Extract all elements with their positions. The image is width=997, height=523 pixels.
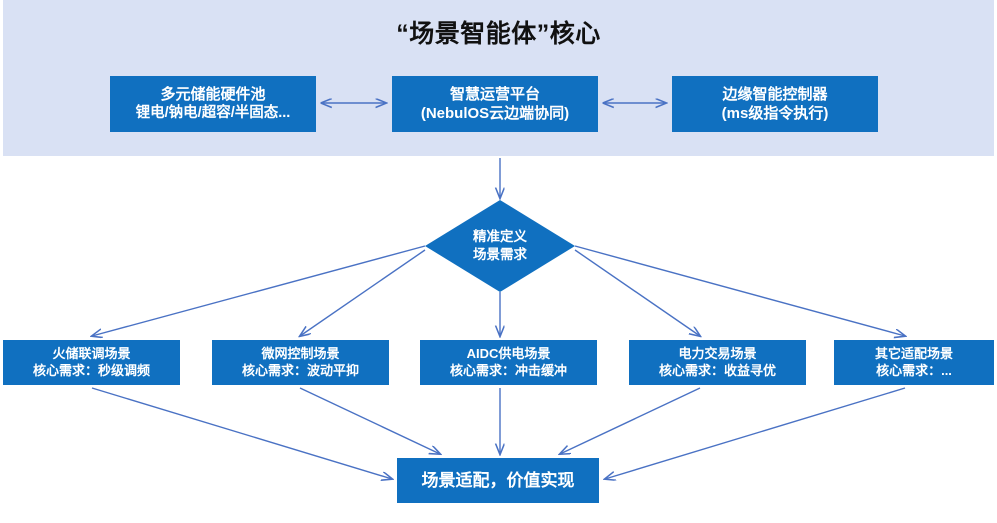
arrow-scenario-3-to-outcome bbox=[560, 387, 701, 454]
scenario-title: 电力交易场景 bbox=[678, 345, 757, 361]
core-box-edge-controller-subtitle: (ms级指令执行) bbox=[721, 105, 829, 122]
scenario-need: 核心需求：冲击缓冲 bbox=[449, 362, 567, 378]
core-box-hardware-pool-subtitle: 锂电/钠电/超容/半固态... bbox=[135, 105, 291, 122]
outcome-box[interactable]: 场景适配，价值实现 bbox=[397, 458, 599, 503]
core-box-hardware-pool[interactable]: 多元储能硬件池 锂电/钠电/超容/半固态... bbox=[110, 76, 316, 132]
arrow-decision-to-scenario-3 bbox=[574, 249, 700, 336]
scenario-box-thermal-storage[interactable]: 火储联调场景 核心需求：秒级调频 bbox=[3, 340, 180, 385]
outcome-label: 场景适配，价值实现 bbox=[421, 470, 575, 490]
decision-diamond-line2: 场景需求 bbox=[473, 247, 527, 262]
arrow-decision-to-scenario-4 bbox=[574, 245, 905, 336]
scenario-need: 核心需求：... bbox=[876, 362, 952, 378]
arrow-scenario-1-to-outcome bbox=[299, 387, 440, 454]
arrow-decision-to-scenario-1 bbox=[300, 249, 426, 336]
scenario-box-aidc-power-supply[interactable]: AIDC供电场景 核心需求：冲击缓冲 bbox=[420, 340, 597, 385]
decision-diamond-line1: 精准定义 bbox=[473, 229, 527, 245]
scenario-need: 核心需求：波动平抑 bbox=[241, 362, 359, 378]
core-box-hardware-pool-title: 多元储能硬件池 bbox=[160, 86, 266, 104]
arrow-scenario-4-to-outcome bbox=[605, 387, 906, 479]
scenario-box-power-trading[interactable]: 电力交易场景 核心需求：收益寻优 bbox=[629, 340, 806, 385]
scenario-need: 核心需求：秒级调频 bbox=[32, 362, 150, 378]
core-box-edge-controller[interactable]: 边缘智能控制器 (ms级指令执行) bbox=[672, 76, 878, 132]
scenario-box-other-adaptations[interactable]: 其它适配场景 核心需求：... bbox=[834, 340, 994, 385]
decision-diamond[interactable]: 精准定义 场景需求 bbox=[425, 200, 575, 292]
scenario-box-microgrid-control[interactable]: 微网控制场景 核心需求：波动平抑 bbox=[212, 340, 389, 385]
core-box-operations-platform-subtitle: (NebulOS云边端协同) bbox=[420, 105, 570, 122]
arrow-decision-to-scenario-0 bbox=[92, 245, 426, 336]
scenario-title: 其它适配场景 bbox=[874, 345, 953, 361]
decision-diamond-label: 精准定义 场景需求 bbox=[425, 200, 575, 292]
scenario-title: 火储联调场景 bbox=[52, 345, 131, 361]
core-box-operations-platform-title: 智慧运营平台 bbox=[449, 85, 540, 103]
scenario-title: AIDC供电场景 bbox=[466, 345, 551, 361]
scenario-need: 核心需求：收益寻优 bbox=[658, 362, 776, 378]
page-title: “场景智能体”核心 bbox=[396, 20, 601, 48]
core-box-operations-platform[interactable]: 智慧运营平台 (NebulOS云边端协同) bbox=[392, 76, 598, 132]
scenario-title: 微网控制场景 bbox=[261, 345, 340, 361]
arrow-scenario-0-to-outcome bbox=[91, 387, 392, 479]
core-box-edge-controller-title: 边缘智能控制器 bbox=[722, 85, 828, 103]
